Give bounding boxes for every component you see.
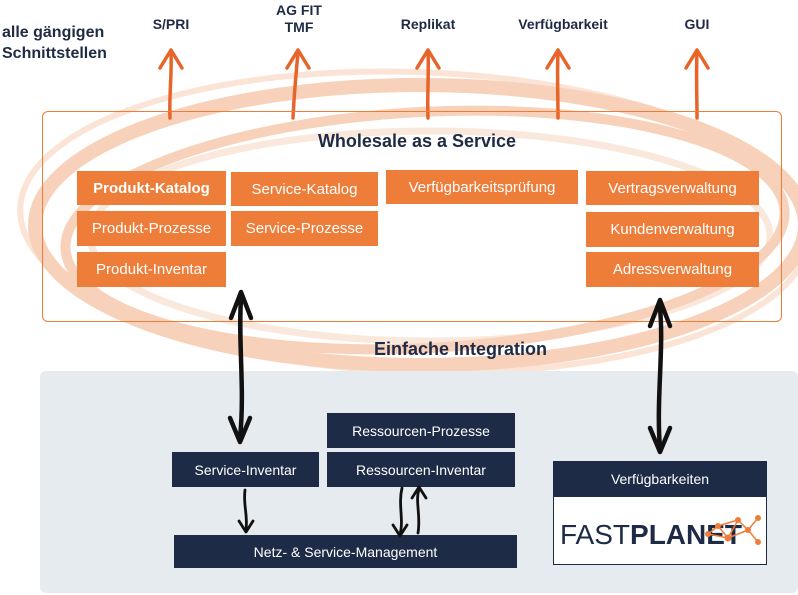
wholesale-title: Wholesale as a Service <box>317 131 517 151</box>
box-service-prozesse: Service-Prozesse <box>231 211 378 246</box>
box-adressverwaltung: Adressverwaltung <box>586 252 759 287</box>
box-service-inventar: Service-Inventar <box>172 452 319 487</box>
fastplanet-logo: FASTPLANET <box>560 520 742 550</box>
box-vertragsverwaltung: Vertragsverwaltung <box>586 171 759 205</box>
box-kundenverwaltung: Kundenverwaltung <box>586 212 759 247</box>
box-produkt-katalog: Produkt-Katalog <box>77 171 226 205</box>
fastplanet-logo-fast: FAST <box>560 519 631 550</box>
interface-label-agfit-line2: TMF <box>284 19 314 35</box>
box-netz-service-management: Netz- & Service-Management <box>174 535 517 568</box>
box-verfuegbarkeitspruefung: Verfügbarkeitsprüfung <box>386 170 578 204</box>
interface-label-replikat: Replikat <box>388 16 468 33</box>
interface-label-spri-line1: S/PRI <box>152 16 190 32</box>
interface-label-verfuegbarkeit: Verfügbarkeit <box>505 16 621 33</box>
box-service-katalog: Service-Katalog <box>231 172 378 206</box>
wholesale-panel <box>42 111 782 322</box>
box-ressourcen-inventar: Ressourcen-Inventar <box>327 452 515 487</box>
interface-label-verfuegbarkeit-line1: Verfügbarkeit <box>518 16 608 32</box>
interface-label-gui: GUI <box>672 16 722 33</box>
box-verfuegbarkeiten: Verfügbarkeiten <box>553 461 767 497</box>
box-ressourcen-prozesse: Ressourcen-Prozesse <box>327 413 515 448</box>
network-icon <box>705 515 761 545</box>
box-produkt-prozesse: Produkt-Prozesse <box>77 211 226 246</box>
arrowhead-spri <box>158 48 184 70</box>
integration-label: Einfache Integration <box>374 339 548 359</box>
interface-label-gui-line1: GUI <box>684 16 710 32</box>
interface-label-agfit-line1: AG FIT <box>276 2 322 18</box>
interface-label-replikat-line1: Replikat <box>400 16 456 32</box>
interface-label-agfit: AG FIT TMF <box>266 2 332 36</box>
interface-label-spri: S/PRI <box>140 16 202 33</box>
interfaces-caption-line1: alle gängigen <box>2 24 105 41</box>
interfaces-caption: alle gängigen Schnittstellen <box>2 22 107 64</box>
box-produkt-inventar: Produkt-Inventar <box>77 252 226 287</box>
interfaces-caption-line2: Schnittstellen <box>2 45 107 62</box>
